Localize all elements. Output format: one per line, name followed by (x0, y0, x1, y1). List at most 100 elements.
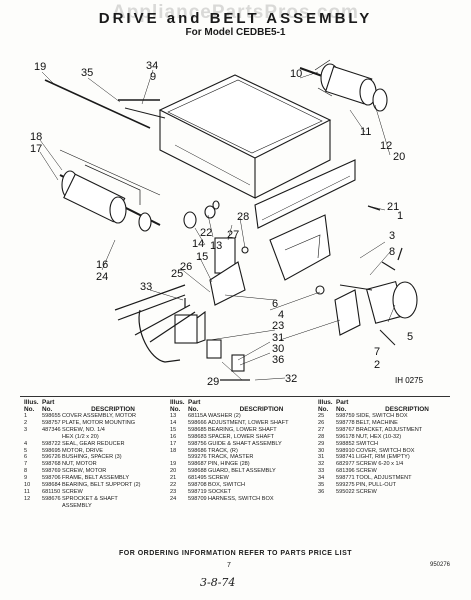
part-description: MOTOR, DRIVE (62, 447, 103, 454)
belt-frame-assembly (158, 74, 332, 199)
part-number: 598695 (42, 447, 61, 454)
illus-number: 15 (170, 426, 177, 433)
part-description: HEX (1/2 x 20) (62, 433, 99, 440)
callout-34: 34 (146, 60, 158, 72)
callout-24: 24 (96, 271, 108, 283)
part-number: 598771 (336, 475, 355, 482)
part-description: PIN, PULL-OUT (356, 482, 397, 489)
part-description: SPROCKET & SHAFT (62, 495, 118, 502)
part-number: 598686 (188, 447, 207, 454)
part-description: SCREW (356, 468, 377, 475)
illus-number: 9 (24, 475, 28, 482)
callout-5: 5 (407, 331, 413, 343)
part-number: 598722 (42, 440, 61, 447)
part-number: 598757 (42, 419, 61, 426)
part-number: 598708 (188, 482, 207, 489)
part-number: 598687 (188, 461, 207, 468)
model-subtitle: For Model CEDBE5-1 (185, 27, 286, 38)
part-description: SIDE, SWITCH BOX (356, 413, 408, 419)
callout-22: 22 (200, 227, 212, 239)
ordering-note: FOR ORDERING INFORMATION REFER TO PARTS … (118, 550, 353, 557)
callout-33: 33 (140, 281, 152, 293)
illus-number: 21 (170, 475, 177, 482)
lower-sprocket-shaft (59, 149, 161, 232)
part-description: WASHER (2) (208, 413, 241, 419)
illus-number: 23 (170, 488, 177, 495)
illus-number: 32 (318, 461, 325, 468)
upper-sprocket-shaft (299, 59, 388, 112)
callout-32: 32 (285, 373, 297, 385)
callout-36: 36 (272, 354, 284, 366)
part-number: 598685 (188, 426, 207, 433)
handwritten-date: 3-8-74 (200, 576, 236, 589)
part-number: 598852 (336, 440, 355, 447)
illus-number: 28 (318, 433, 325, 440)
part-description: SCREW, NO. 1/4 (62, 426, 105, 433)
callout-23: 23 (272, 320, 284, 332)
illus-number: 12 (24, 495, 31, 502)
callout-19: 19 (34, 61, 46, 73)
callout-18: 18 (30, 131, 42, 143)
part-number: 681396 (336, 468, 355, 475)
part-description: SWITCH (356, 440, 379, 447)
part-number: 598778 (336, 419, 355, 426)
part-description: SEAL, GEAR REDUCER (62, 440, 125, 447)
part-description: SCREW 6-20 x 1/4 (356, 461, 404, 468)
part-description: BRACKET, ADJUSTMENT (356, 426, 423, 433)
illus-number: 2 (24, 419, 28, 426)
callout-6: 6 (272, 298, 278, 310)
bearing-washers (183, 200, 249, 274)
callout-2: 2 (374, 359, 380, 371)
parts-row: HEX (1/2 x 20) (24, 434, 164, 441)
parts-row: ASSEMBLY (24, 503, 164, 510)
illus-number: 34 (318, 475, 325, 482)
illus-number: 7 (24, 461, 28, 468)
illus-number: 3 (24, 426, 28, 433)
motor-cover (269, 214, 331, 281)
parts-header: Illus.Part No.No.DESCRIPTION (24, 399, 135, 413)
part-number: 598688 (188, 468, 207, 475)
part-number: 681495 (188, 475, 207, 482)
part-number: 682977 (336, 461, 355, 468)
illus-number (170, 454, 182, 461)
part-number: 598666 (188, 419, 207, 426)
part-description: BOX, SWITCH (208, 482, 245, 489)
part-number: 598741 (336, 454, 355, 461)
illus-number: 24 (170, 495, 177, 502)
callout-1: 1 (397, 210, 403, 222)
illus-number: 30 (318, 447, 325, 454)
part-number: 599276 (188, 454, 207, 461)
callout-12: 12 (380, 140, 392, 152)
figure-number: IH 0275 (395, 376, 424, 385)
illus-number: 29 (318, 440, 325, 447)
illus-number: 19 (170, 461, 177, 468)
illus-number: 14 (170, 419, 177, 426)
illus-number: 33 (318, 468, 325, 475)
part-description: TRACK, (R) (208, 447, 238, 454)
part-description: BUSHING, SPACER (3) (62, 454, 122, 461)
illus-number: 22 (170, 482, 177, 489)
switch-harness (114, 284, 196, 363)
part-description: SPACER, LOWER SHAFT (208, 433, 275, 440)
drive-motor (339, 280, 418, 346)
